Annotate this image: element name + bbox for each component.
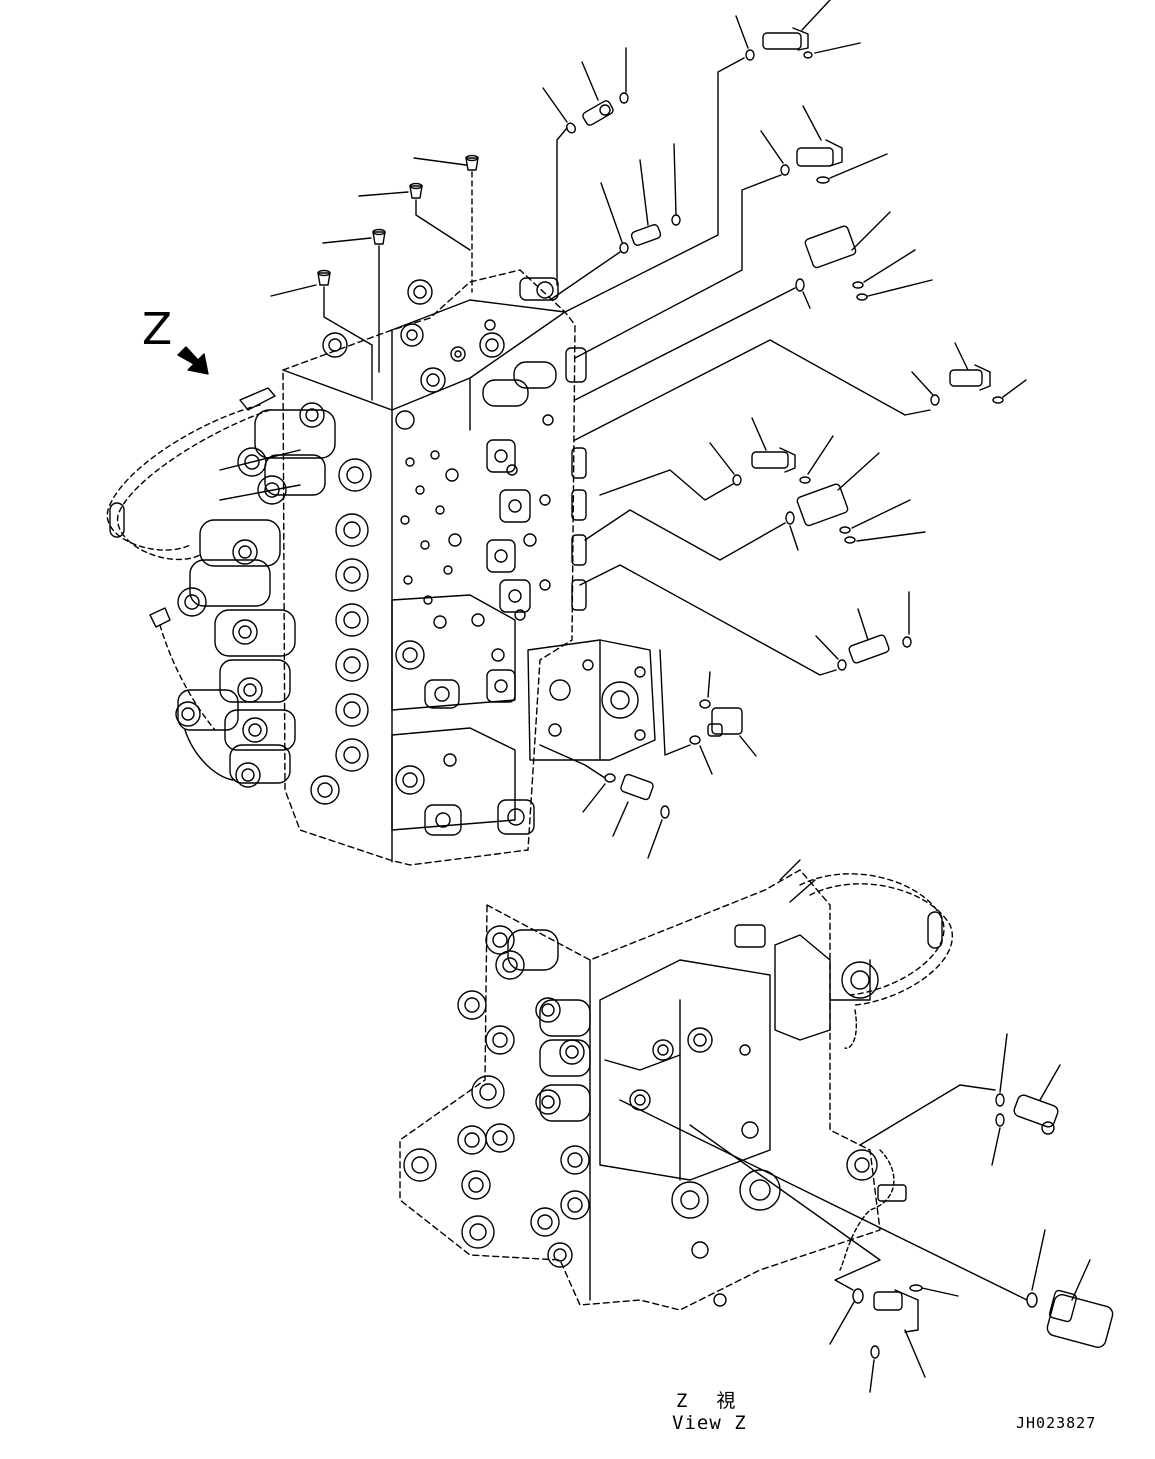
drawing-code: JH023827 xyxy=(1016,1414,1097,1432)
view-caption-japanese: Z 視 xyxy=(676,1390,738,1412)
plugs-upper xyxy=(270,154,479,401)
view-arrow-icon xyxy=(177,346,209,375)
fittings-view-z xyxy=(619,1033,1114,1393)
fittings-upper-right xyxy=(542,0,1027,441)
view-caption-english: View Z xyxy=(672,1412,747,1434)
control-valve-assembly-view-z xyxy=(399,859,953,1311)
fittings-lower-left xyxy=(539,649,757,859)
view-z-marker: Z xyxy=(142,304,173,355)
control-valve-assembly-upper xyxy=(106,269,656,866)
fittings-middle-right xyxy=(579,417,926,676)
